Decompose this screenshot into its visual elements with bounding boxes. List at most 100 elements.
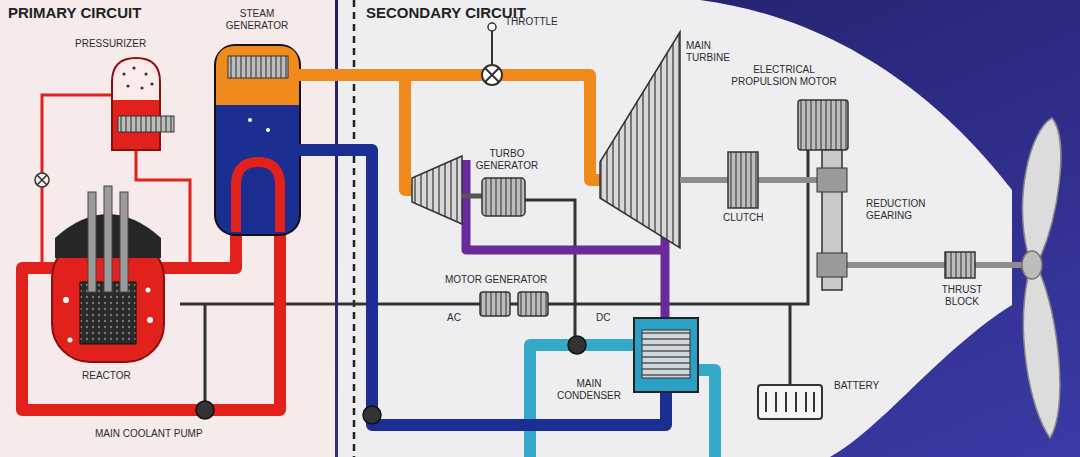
spray-valve (35, 173, 49, 187)
exhaust-pipe (661, 232, 670, 320)
thrust-block (945, 252, 975, 278)
throttle-valve (491, 30, 493, 66)
reduction-gearing (817, 150, 847, 290)
battery (758, 385, 822, 419)
component-label: MOTOR GENERATOR (445, 274, 547, 286)
component-label: AC (447, 312, 461, 324)
circuit-divider (354, 0, 355, 457)
turbo-generator (482, 178, 525, 216)
battery (758, 385, 822, 419)
component-label: MAIN COOLANT PUMP (95, 428, 203, 440)
clutch (728, 152, 758, 208)
turbo-generator (462, 194, 482, 199)
battery (813, 392, 815, 412)
component-label: THRUST BLOCK (932, 284, 992, 308)
motor-generator (480, 292, 548, 316)
primary-panel (0, 0, 335, 457)
primary-coolant-pipe (160, 228, 236, 268)
battery (805, 392, 807, 412)
steam-generator (215, 45, 300, 235)
main-condenser (642, 330, 690, 378)
thrust-block (945, 252, 975, 278)
component-label: STEAM GENERATOR (212, 8, 302, 32)
reactor-vessel (52, 186, 164, 362)
component-label: TURBO GENERATOR (466, 148, 548, 172)
steam-generator (266, 128, 270, 132)
throttle-valve (482, 65, 502, 85)
motor-generator (518, 292, 548, 316)
component-label: DC (596, 312, 610, 324)
reactor-vessel (146, 288, 151, 293)
component-label: MAIN CONDENSER (548, 378, 630, 402)
main-turbine (600, 32, 680, 248)
steam-pipe (405, 75, 414, 190)
propeller (1022, 118, 1061, 438)
electrical-propulsion-motor (798, 100, 848, 150)
propeller (1023, 268, 1059, 438)
pump-symbol (363, 336, 586, 424)
spray-valve (35, 173, 49, 187)
reactor-vessel (68, 338, 73, 343)
main-turbine (600, 32, 680, 248)
clutch (728, 152, 758, 208)
pressurizer (122, 72, 125, 75)
throttle-valve (482, 23, 502, 85)
pressurizer (150, 82, 153, 85)
steam-generator (236, 162, 280, 232)
reactor-vessel (104, 186, 112, 292)
reactor-vessel (88, 192, 96, 292)
sea-water-pipe (698, 370, 715, 457)
main-condenser (634, 318, 698, 392)
pressurizer (112, 58, 160, 150)
electrical-wire (204, 304, 207, 402)
propeller (1022, 251, 1042, 279)
pressurizer (140, 86, 143, 89)
component-label: CLUTCH (723, 212, 764, 224)
component-label: MAIN TURBINE (686, 40, 738, 64)
steam-generator (216, 46, 299, 105)
pressurizer (144, 72, 147, 75)
turbo-generator (412, 156, 462, 224)
reduction-gearing (817, 168, 847, 192)
main-coolant-pump (196, 401, 214, 419)
hull-panel (338, 0, 1012, 457)
steam-generator (248, 118, 252, 122)
battery (765, 392, 767, 412)
electrical-wire (789, 304, 792, 385)
component-label: ELECTRICAL PROPULSION MOTOR (728, 64, 840, 88)
throttle-valve (485, 68, 499, 82)
steam-generator (228, 56, 288, 78)
electrical-propulsion-motor (798, 100, 848, 150)
throttle-valve (488, 23, 496, 31)
pressurizer (113, 59, 159, 100)
circuit-divider (353, 0, 356, 457)
pressurizer (132, 66, 135, 69)
component-label: REACTOR (82, 370, 131, 382)
reactor-vessel (120, 192, 128, 292)
pump-symbol (568, 336, 586, 354)
reactor-vessel (147, 317, 153, 323)
panel-heading: SECONDARY CIRCUIT (366, 4, 527, 21)
battery (785, 392, 787, 412)
spray-valve (37, 175, 47, 185)
battery (795, 392, 797, 412)
steam-generator (215, 45, 300, 235)
circuit-panel: PRIMARY CIRCUIT (4, 2, 146, 23)
feedwater-pipe (298, 150, 666, 425)
hull-panel (338, 0, 1012, 457)
primary-panel (0, 0, 335, 457)
propeller (1023, 118, 1061, 262)
feedwater-pipe (298, 150, 666, 425)
pump-symbol (363, 406, 381, 424)
pressurizer (118, 116, 174, 132)
reduction-gearing (817, 253, 847, 277)
pressurizer (126, 84, 129, 87)
component-label: BATTERY (834, 380, 879, 392)
motor-generator (480, 292, 510, 316)
reactor-vessel (63, 297, 69, 303)
main-condenser (634, 318, 698, 392)
